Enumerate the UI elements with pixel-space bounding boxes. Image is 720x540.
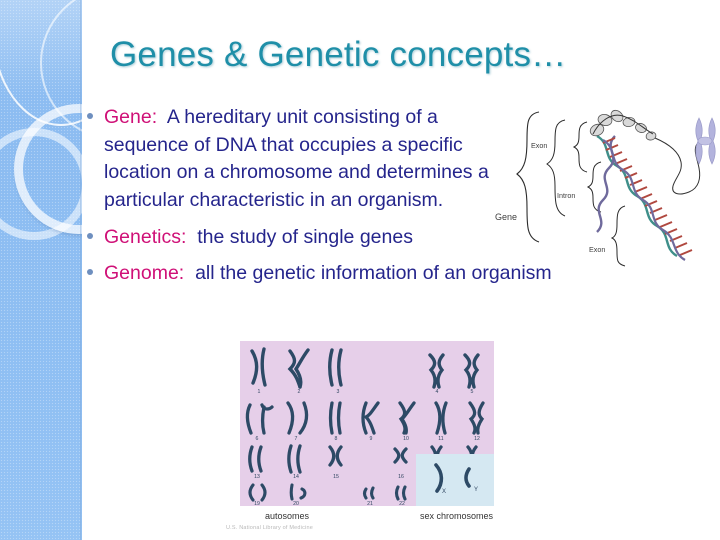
page-title: Genes & Genetic concepts…: [110, 35, 567, 74]
chromosome-number: 10: [403, 436, 409, 442]
bullet-term: Genetics:: [104, 226, 187, 248]
bullet-dot-icon: [87, 113, 93, 119]
karyotype-svg: 1 2 3 4 5: [240, 341, 494, 507]
sex-chromosome-label: X: [442, 489, 446, 495]
chromosome-number: 22: [399, 501, 405, 506]
chromosome-number: 5: [471, 389, 474, 395]
chromosome-number: 20: [293, 501, 299, 506]
sidebar-edge-shadow: [80, 0, 82, 540]
bullet-text: Genetics: the study of single genes: [104, 224, 504, 252]
gene-structure-svg: Gene Exon Intron Exon: [495, 109, 716, 267]
list-item: Genetics: the study of single genes: [82, 224, 502, 252]
decorative-sidebar: [0, 0, 82, 540]
bullet-dot-icon: [87, 233, 93, 239]
bullet-term: Gene:: [104, 106, 158, 128]
gene-structure-diagram: Gene Exon Intron Exon: [493, 100, 718, 268]
bullet-text: Gene: A hereditary unit consisting of a …: [104, 104, 504, 214]
figure-label-intron: Intron: [557, 191, 575, 200]
chromosome-number: 15: [333, 474, 339, 480]
chromosome-number: 14: [293, 474, 299, 480]
bullet-definition-text: the study of single genes: [197, 226, 413, 248]
chromosome-number: 16: [398, 474, 404, 480]
chromosome-number: 8: [335, 436, 338, 442]
bullet-definition-text: A hereditary unit consisting of a sequen…: [104, 106, 489, 211]
caption-autosomes: autosomes: [265, 511, 310, 521]
sidebar-highlight: [0, 0, 82, 96]
chromosome-number: 7: [295, 436, 298, 442]
bullet-term: Genome:: [104, 261, 185, 284]
chromosome-number: 13: [254, 474, 260, 480]
chromosome-number: 4: [436, 389, 439, 395]
figure-label-exon-lower: Exon: [589, 245, 605, 254]
bullet-definition-text: all the genetic information of an organi…: [195, 261, 552, 284]
chromosome-number: 3: [337, 389, 340, 395]
figure-label-gene: Gene: [495, 212, 517, 222]
chromosome-number: 6: [256, 436, 259, 442]
chromosome-number: 12: [474, 436, 480, 442]
list-item: Genome: all the genetic information of a…: [82, 260, 552, 288]
bullet-text: Genome: all the genetic information of a…: [104, 260, 664, 288]
caption-sex-chromosomes: sex chromosomes: [420, 511, 494, 521]
chromosome-number: 2: [298, 389, 301, 395]
content-body: Gene: A hereditary unit consisting of a …: [82, 104, 552, 289]
bullet-spacer: [186, 226, 197, 248]
chromosome-number: 9: [370, 436, 373, 442]
chromosome-number: 11: [438, 436, 443, 442]
bullet-spacer: [184, 262, 195, 284]
karyotype-image: 1 2 3 4 5: [240, 341, 494, 507]
sidebar-texture: [0, 0, 82, 540]
chromosome-number: 19: [254, 501, 260, 506]
bullet-definition: [157, 106, 167, 128]
list-item: Gene: A hereditary unit consisting of a …: [82, 104, 502, 214]
figure-label-exon-upper: Exon: [531, 141, 547, 150]
sex-chromosome-label: Y: [474, 487, 478, 493]
image-credit: U.S. National Library of Medicine: [226, 525, 313, 531]
chromosome-number: 21: [367, 501, 373, 506]
chromosome-number: 1: [258, 389, 261, 395]
chromosome-icon: [695, 117, 716, 165]
bullet-dot-icon: [87, 268, 93, 275]
